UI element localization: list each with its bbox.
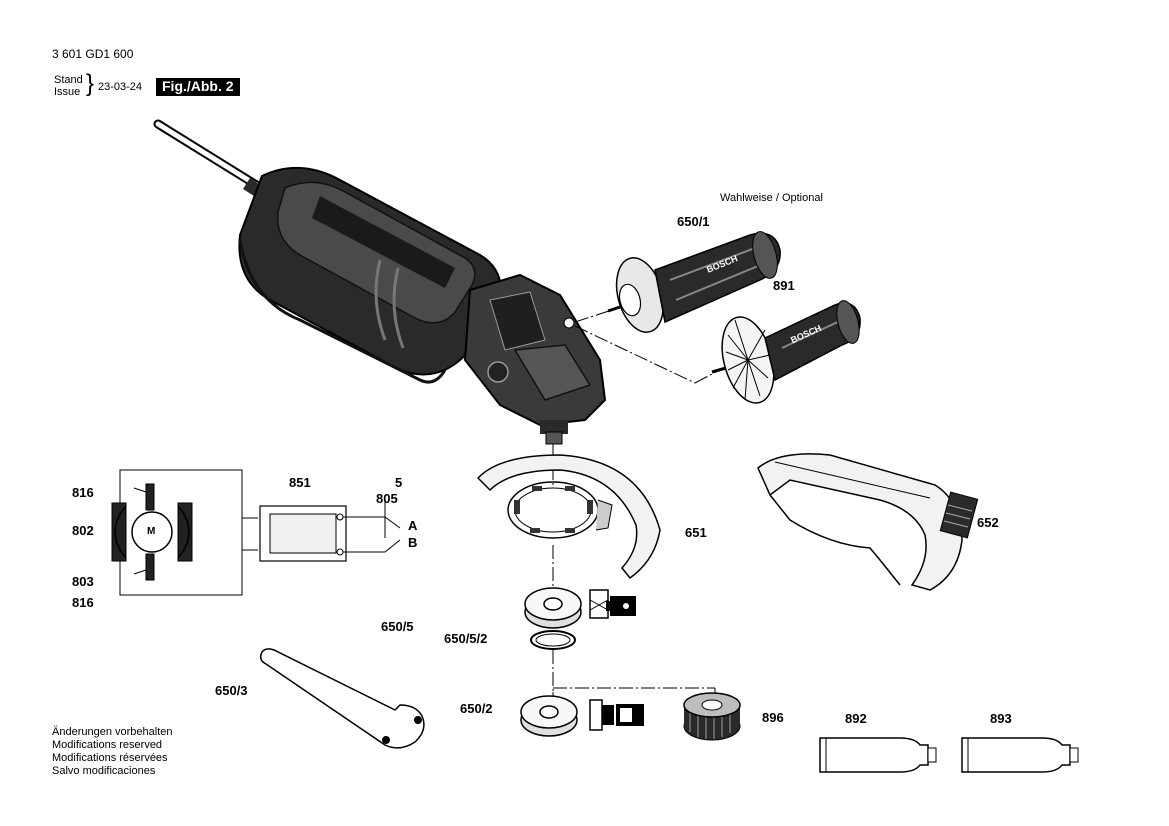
terminal-label-a: A (408, 518, 418, 533)
clamping-nut-650-2-illustration (520, 695, 578, 737)
motor-symbol-label: M (147, 526, 156, 537)
part-label-650-1: 650/1 (677, 214, 710, 229)
figure-label: Fig./Abb. 2 (156, 78, 240, 97)
wiring-diagram (111, 469, 401, 596)
footer-line-fr: Modifications réservées (52, 752, 168, 764)
pin-spanner-650-3-illustration (259, 648, 425, 749)
modifications-notice: Änderungen vorbehalten Modifications res… (52, 726, 172, 778)
mounting-flange-650-5-illustration (524, 587, 582, 650)
issue-label: Issue (54, 86, 81, 98)
quick-clamping-nut-896-illustration (683, 692, 741, 741)
grease-tube-892-illustration (819, 737, 937, 773)
document-number: 3 601 GD1 600 (52, 47, 134, 61)
terminal-label-b: B (408, 535, 418, 550)
part-label-893: 893 (990, 711, 1012, 726)
brace-glyph: } (86, 70, 95, 97)
circuit-label-5: 5 (395, 475, 403, 490)
footer-line-de: Änderungen vorbehalten (52, 726, 173, 738)
wheel-guard-652-illustration (757, 453, 979, 591)
issue-date: 23-03-24 (98, 81, 143, 93)
mounting-pictogram-1 (589, 589, 636, 619)
grease-tube-893-illustration (961, 737, 1079, 773)
circuit-label-816-bottom: 816 (72, 595, 94, 610)
part-label-651: 651 (685, 525, 707, 540)
circuit-label-851: 851 (289, 475, 311, 490)
circuit-label-802: 802 (72, 523, 94, 538)
part-label-650-5: 650/5 (381, 619, 414, 634)
part-label-650-5-2: 650/5/2 (444, 631, 488, 646)
mounting-pictogram-2 (589, 699, 644, 731)
footer-line-en: Modifications reserved (52, 739, 163, 751)
angle-grinder-illustration (153, 119, 607, 445)
stand-label: Stand (54, 74, 83, 86)
circuit-label-816-top: 816 (72, 485, 94, 500)
circuit-label-803: 803 (72, 574, 94, 589)
side-handle-891-illustration (711, 300, 861, 404)
optional-note: Wahlweise / Optional (720, 192, 823, 204)
footer-line-es: Salvo modificaciones (52, 765, 156, 777)
part-label-650-3: 650/3 (215, 683, 248, 698)
circuit-label-805: 805 (376, 491, 398, 506)
wheel-guard-651-illustration (476, 454, 661, 580)
part-label-650-2: 650/2 (460, 701, 493, 716)
side-handle-650-1-illustration (607, 231, 781, 333)
part-label-896: 896 (762, 710, 784, 725)
part-label-652: 652 (977, 515, 999, 530)
part-label-891: 891 (773, 278, 795, 293)
part-label-892: 892 (845, 711, 867, 726)
